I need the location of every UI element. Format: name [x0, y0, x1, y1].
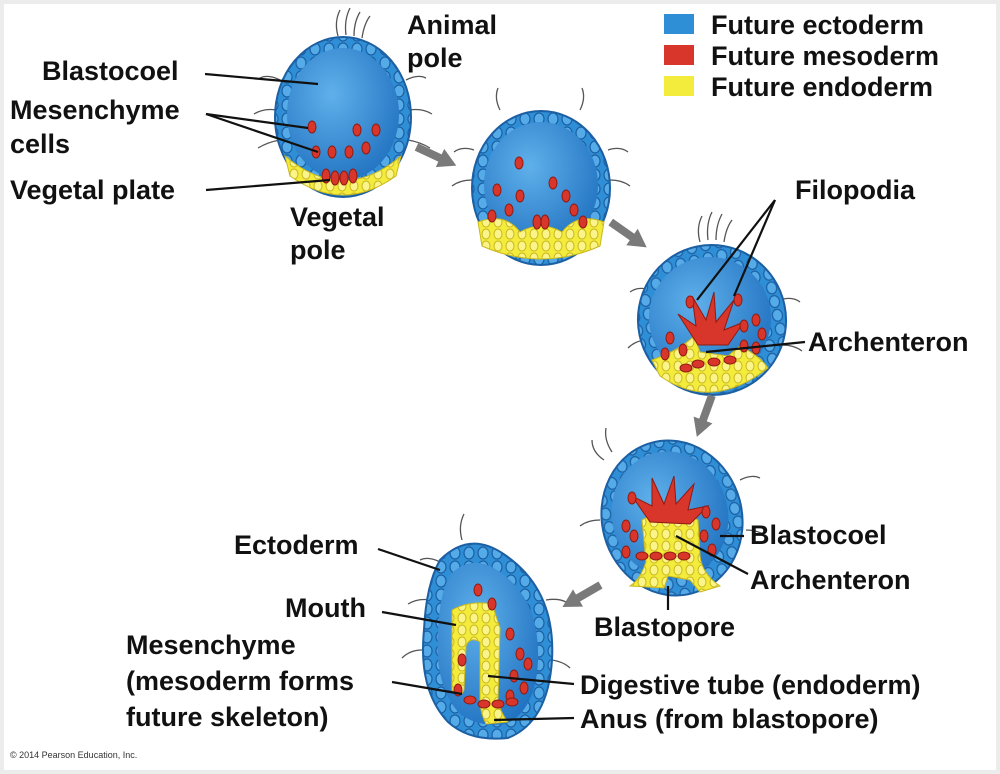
label-mouth: Mouth: [285, 593, 366, 623]
label-vegetal-pole-line1: Vegetal: [290, 202, 385, 232]
label-mesenchyme-cells-line2: cells: [10, 129, 70, 159]
label-anus: Anus (from blastopore): [580, 704, 879, 734]
legend: Future ectoderm Future mesoderm Future e…: [664, 10, 939, 102]
label-mesenchyme-line1: Mesenchyme: [126, 630, 296, 660]
label-filopodia: Filopodia: [795, 175, 916, 205]
labels: Blastocoel Mesenchyme cells Vegetal plat…: [10, 10, 969, 734]
label-animal-pole-line1: Animal: [407, 10, 497, 40]
stage-1-blastula: [253, 7, 433, 198]
label-mesenchyme-cells-line1: Mesenchyme: [10, 95, 180, 125]
stage-4-gastrula: [579, 427, 767, 597]
arrow-stage4-to-5: [562, 581, 603, 607]
legend-label-mesoderm: Future mesoderm: [711, 41, 939, 71]
cilia: [451, 87, 631, 187]
legend-swatch-endoderm: [664, 76, 694, 96]
label-vegetal-plate: Vegetal plate: [10, 175, 175, 205]
arrow-stage1-to-2: [414, 143, 457, 168]
legend-label-endoderm: Future endoderm: [711, 72, 933, 102]
legend-swatch-mesoderm: [664, 45, 694, 65]
blastocoel-cavity: [287, 48, 399, 180]
arrow-stage3-to-4: [693, 394, 716, 437]
stage-5-early-larva: [401, 513, 571, 740]
gastrulation-diagram: Future ectoderm Future mesoderm Future e…: [10, 7, 969, 760]
cilia: [579, 427, 767, 537]
label-ectoderm: Ectoderm: [234, 530, 359, 560]
label-vegetal-pole-line2: pole: [290, 235, 346, 265]
label-animal-pole-line2: pole: [407, 43, 463, 73]
stage-2-ingression: [451, 87, 631, 266]
label-digestive-tube: Digestive tube (endoderm): [580, 670, 921, 700]
diagram-frame: Future ectoderm Future mesoderm Future e…: [4, 4, 996, 770]
legend-label-ectoderm: Future ectoderm: [711, 10, 924, 40]
mesenchyme-cells: [307, 120, 381, 186]
mesenchyme-cells: [660, 293, 767, 373]
leader-lines: [204, 72, 806, 722]
vegetal-plate-endoderm: [477, 218, 605, 260]
legend-swatch-ectoderm: [664, 14, 694, 34]
label-blastocoel-top: Blastocoel: [42, 56, 179, 86]
label-blastopore: Blastopore: [594, 612, 735, 642]
label-archenteron-stage4: Archenteron: [750, 565, 911, 595]
mesenchyme-cells: [453, 583, 533, 709]
label-blastocoel-stage4: Blastocoel: [750, 520, 887, 550]
mesenchyme-cells: [621, 491, 721, 561]
label-archenteron-stage3: Archenteron: [808, 327, 969, 357]
copyright-notice: © 2014 Pearson Education, Inc.: [10, 750, 137, 760]
label-mesenchyme-line3: future skeleton): [126, 702, 329, 732]
arrow-stage2-to-3: [608, 218, 647, 248]
blastocoel-cavity: [484, 122, 598, 248]
mesenchyme-cells: [487, 156, 588, 230]
progress-arrows: [414, 143, 716, 607]
stage-3-invagination: [627, 211, 803, 396]
cilia: [253, 7, 433, 149]
label-mesenchyme-line2: (mesoderm forms: [126, 666, 354, 696]
